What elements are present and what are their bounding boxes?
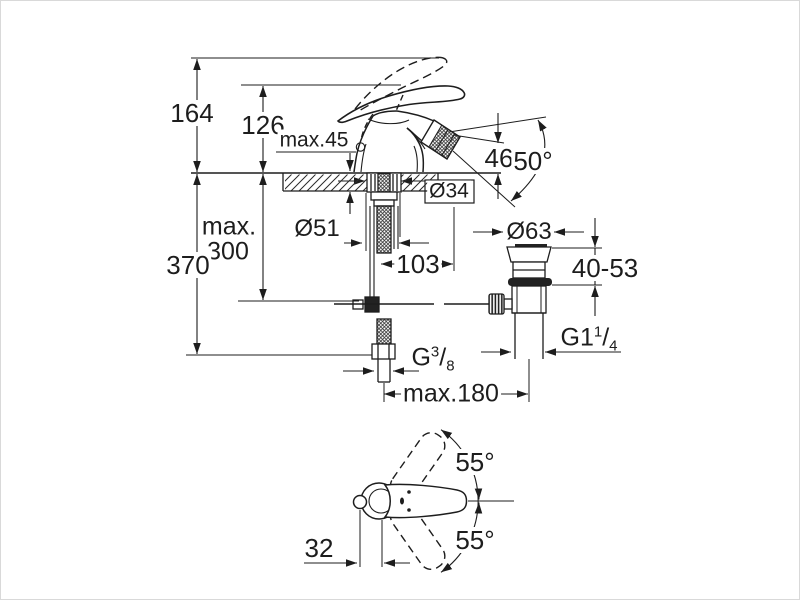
- swing-arc: [440, 429, 514, 573]
- dim-base-diameter: Ø51: [292, 215, 342, 242]
- supply-thread-base: G: [411, 343, 431, 372]
- dim-outlet-height: 46: [482, 143, 516, 173]
- supply-thread-denominator: 8: [446, 357, 455, 375]
- dim-riser-max-value: 300: [205, 237, 251, 266]
- supply-hardware: [352, 172, 402, 383]
- waste-thread-denominator: 4: [609, 337, 618, 355]
- lever-handle-raised-phantom: [354, 56, 448, 139]
- front-view: [186, 56, 621, 402]
- faucet-body-outline: [353, 110, 435, 173]
- dim-waste-deck-range: 40-53: [569, 253, 641, 283]
- dim-below-deck-depth: 370: [164, 250, 212, 280]
- pop-up-waste: [488, 241, 552, 359]
- dim-centre-distance: max.180: [401, 379, 501, 408]
- lever-handle: [336, 85, 466, 124]
- dim-overall-height: 164: [168, 98, 216, 128]
- waste-thread-base: G1: [560, 323, 594, 352]
- supply-thread-slash: /: [439, 343, 447, 372]
- dim-jet-angle: 50°: [511, 146, 555, 176]
- dim-swing-upper: 55°: [453, 447, 497, 477]
- dim-swing-lower: 55°: [453, 525, 497, 555]
- dim-supply-thread: G3/8: [409, 343, 457, 374]
- waste-thread-slash: /: [602, 323, 610, 352]
- dim-deck-thickness-max: max.45: [277, 128, 351, 152]
- faucet-top-outline: [352, 482, 468, 520]
- top-view: [304, 429, 514, 573]
- dim-waste-flange-diameter: Ø63: [504, 218, 554, 245]
- aerator: [420, 119, 461, 160]
- supply-thread-numerator: 3: [430, 343, 440, 361]
- dim-waste-thread: G11/4: [558, 323, 620, 354]
- dim-hole-diameter: Ø34: [427, 179, 471, 203]
- dim-handle-offset: 32: [302, 533, 336, 563]
- offset-dimension: [304, 510, 410, 567]
- dim-riser-max-word: max.: [199, 212, 259, 241]
- waste-thread-numerator: 1: [593, 323, 603, 341]
- dim-spout-reach: 103: [394, 249, 442, 279]
